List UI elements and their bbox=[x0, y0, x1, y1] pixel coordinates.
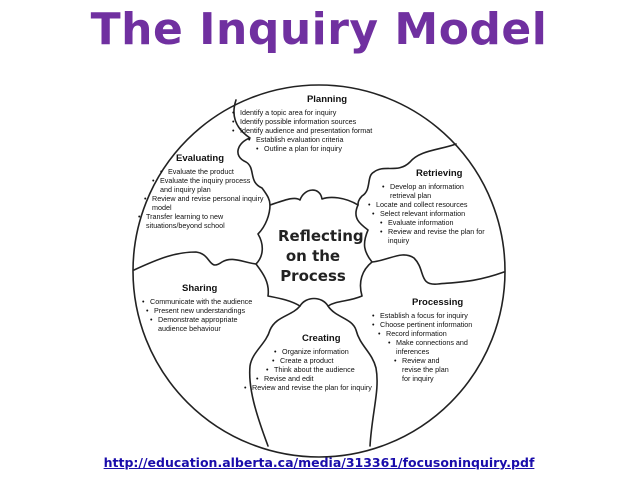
creating-list: Organize information Create a product Th… bbox=[244, 347, 394, 392]
list-item: Transfer learning to new situations/beyo… bbox=[138, 212, 254, 230]
list-item: Make connections and inferences bbox=[388, 338, 482, 356]
list-item: Demonstrate appropriate audience behavio… bbox=[150, 315, 258, 333]
section-processing: Processing Establish a focus for inquiry… bbox=[366, 297, 506, 383]
sharing-heading: Sharing bbox=[182, 283, 218, 294]
list-item: Evaluate information bbox=[380, 218, 510, 227]
list-item: Evaluate the inquiry process and inquiry… bbox=[152, 176, 256, 194]
list-item: Locate and collect resources bbox=[368, 200, 510, 209]
center-line-1: Reflecting bbox=[278, 227, 364, 245]
section-sharing: Sharing Communicate with the audience Pr… bbox=[142, 283, 270, 333]
sharing-list: Communicate with the audience Present ne… bbox=[142, 297, 270, 333]
retrieving-list: Develop an information retrieval plan Lo… bbox=[368, 182, 510, 245]
divider-left bbox=[133, 251, 257, 271]
list-item: Communicate with the audience bbox=[142, 297, 270, 306]
list-item: Outline a plan for inquiry bbox=[256, 144, 422, 153]
list-item: Review and revise the plan for inquiry bbox=[394, 356, 456, 383]
list-item: Present new understandings bbox=[146, 306, 270, 315]
center-line-3: Process bbox=[280, 267, 346, 285]
center-label: Reflecting on the Process bbox=[278, 226, 364, 286]
list-item: Revise and edit bbox=[256, 374, 394, 383]
divider-bottom-left bbox=[248, 305, 301, 447]
evaluating-list: Evaluate the product Evaluate the inquir… bbox=[138, 167, 263, 230]
creating-heading: Creating bbox=[302, 333, 341, 344]
divider-top-right bbox=[357, 143, 457, 206]
list-item: Develop an information retrieval plan bbox=[382, 182, 490, 200]
planning-heading: Planning bbox=[306, 94, 348, 105]
retrieving-heading: Retrieving bbox=[416, 168, 463, 179]
divider-right bbox=[371, 254, 505, 285]
list-item: Think about the audience bbox=[266, 365, 394, 374]
section-planning: Planning Identify a topic area for inqui… bbox=[232, 94, 422, 153]
list-item: Review and revise personal inquiry model bbox=[144, 194, 264, 212]
evaluating-heading: Evaluating bbox=[176, 153, 225, 164]
list-item: Review and revise the plan for inquiry bbox=[380, 227, 506, 245]
list-item: Identify audience and presentation forma… bbox=[232, 126, 422, 135]
list-item: Select relevant information bbox=[372, 209, 510, 218]
list-item: Review and revise the plan for inquiry bbox=[244, 383, 394, 392]
outer-circle bbox=[132, 84, 506, 458]
list-item: Evaluate the product bbox=[160, 167, 260, 176]
center-line-2: on the bbox=[285, 247, 341, 265]
page-title: The Inquiry Model bbox=[90, 4, 548, 55]
planning-list: Identify a topic area for inquiry Identi… bbox=[232, 108, 422, 153]
list-item: Organize information bbox=[274, 347, 394, 356]
list-item: Establish evaluation criteria bbox=[248, 135, 422, 144]
section-retrieving: Retrieving Develop an information retrie… bbox=[368, 168, 510, 245]
list-item: Record information bbox=[378, 329, 506, 338]
section-evaluating: Evaluating Evaluate the product Evaluate… bbox=[138, 153, 263, 230]
list-item: Identify a topic area for inquiry bbox=[232, 108, 422, 117]
list-item: Establish a focus for inquiry bbox=[372, 311, 506, 320]
section-creating: Creating Organize information Create a p… bbox=[244, 333, 394, 392]
processing-list: Establish a focus for inquiry Choose per… bbox=[366, 311, 506, 383]
list-item: Create a product bbox=[272, 356, 394, 365]
list-item: Identify possible information sources bbox=[232, 117, 422, 126]
source-link[interactable]: http://education.alberta.ca/media/313361… bbox=[103, 455, 535, 470]
list-item: Choose pertinent information bbox=[372, 320, 506, 329]
processing-heading: Processing bbox=[412, 297, 464, 308]
